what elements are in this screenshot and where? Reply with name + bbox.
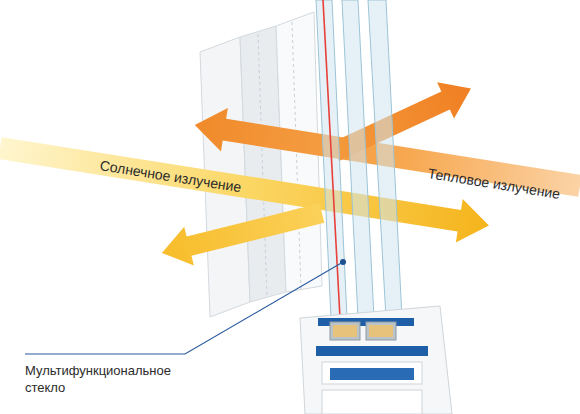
frame-edge: [258, 34, 267, 298]
callout-label: Мультифункциональное стекло: [25, 362, 200, 396]
leader-line: [25, 262, 343, 354]
reflected-solar-arrow: [157, 194, 327, 273]
spacer-frame: [366, 322, 396, 340]
desiccant: [333, 325, 357, 337]
desiccant: [369, 325, 393, 337]
frame-edge: [292, 22, 301, 290]
profile-chamber: [322, 390, 422, 414]
spacer-frame: [330, 322, 360, 340]
gasket: [316, 346, 428, 356]
glass-pane: [316, 0, 347, 318]
glass-pane: [342, 0, 374, 318]
sash-profile: [300, 306, 452, 414]
glass-pane: [368, 0, 402, 318]
leader-dot: [340, 259, 346, 265]
reinforcement: [330, 368, 414, 380]
coating-line: [323, 0, 340, 318]
profile-chamber: [322, 362, 422, 384]
